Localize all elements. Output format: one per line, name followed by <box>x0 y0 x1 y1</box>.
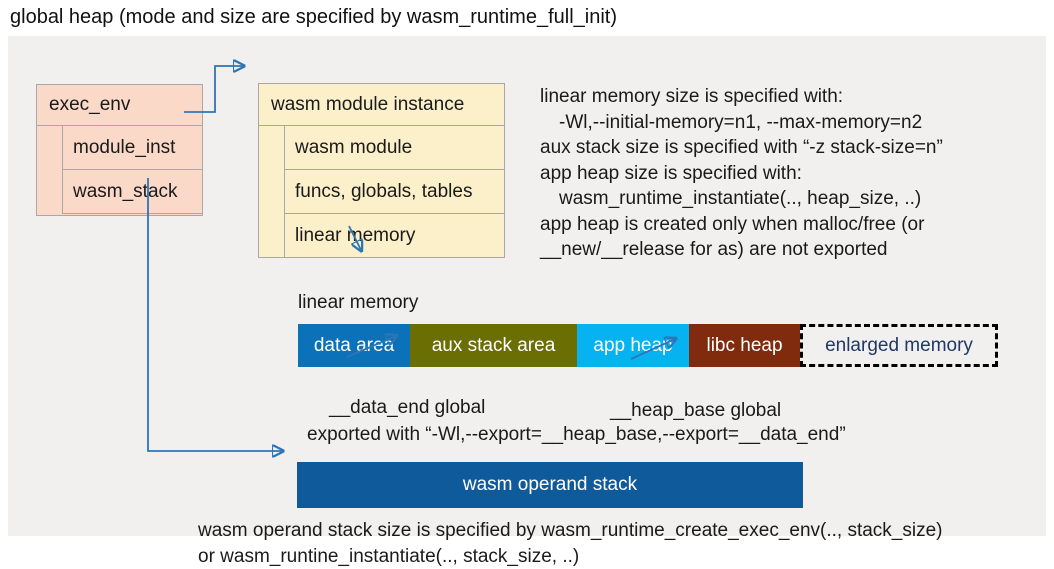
segment-data-area: data area <box>298 324 410 367</box>
diagram-stage: global heap (mode and size are specified… <box>0 0 1054 547</box>
note-line: app heap size is specified with: <box>540 161 943 187</box>
exec-env-row-module-inst: module_inst <box>62 125 202 170</box>
wasm-module-instance-box: wasm module instance wasm module funcs, … <box>258 83 505 258</box>
diagram-canvas: exec_env module_inst wasm_stack wasm mod… <box>8 36 1046 536</box>
exec-env-box: exec_env module_inst wasm_stack <box>36 84 203 216</box>
note-line: -Wl,--initial-memory=n1, --max-memory=n2 <box>540 110 943 136</box>
note-line: aux stack size is specified with “-z sta… <box>540 135 943 161</box>
module-row-linear-memory: linear memory <box>284 213 504 258</box>
wasm-operand-stack-bar: wasm operand stack <box>297 462 803 508</box>
exec-env-row-wasm-stack: wasm_stack <box>62 169 202 214</box>
segment-libc-heap: libc heap <box>689 324 800 367</box>
exec-env-title: exec_env <box>37 85 202 126</box>
footer-line: wasm operand stack size is specified by … <box>198 518 943 544</box>
operand-stack-notes: wasm operand stack size is specified by … <box>198 518 943 569</box>
segment-aux-stack-area: aux stack area <box>410 324 577 367</box>
segment-app-heap: app heap <box>577 324 689 367</box>
memory-size-notes: linear memory size is specified with: -W… <box>540 84 943 263</box>
note-line: app heap is created only when malloc/fre… <box>540 212 943 238</box>
note-line: __new/__release for as) are not exported <box>540 237 943 263</box>
data-end-global-label: __data_end global <box>329 397 485 419</box>
module-row-funcs-globals-tables: funcs, globals, tables <box>284 169 504 214</box>
linear-memory-label: linear memory <box>298 292 418 314</box>
note-line: wasm_runtime_instantiate(.., heap_size, … <box>540 186 943 212</box>
footer-line: or wasm_runtine_instantiate(.., stack_si… <box>198 544 943 569</box>
note-line: linear memory size is specified with: <box>540 84 943 110</box>
segment-enlarged-memory: enlarged memory <box>800 324 998 367</box>
heap-base-global-label: __heap_base global <box>610 400 781 422</box>
wasm-module-instance-title: wasm module instance <box>259 84 504 126</box>
exported-flags-label: exported with “-Wl,--export=__heap_base,… <box>307 424 846 446</box>
page-title: global heap (mode and size are specified… <box>10 6 617 29</box>
module-row-wasm-module: wasm module <box>284 125 504 170</box>
